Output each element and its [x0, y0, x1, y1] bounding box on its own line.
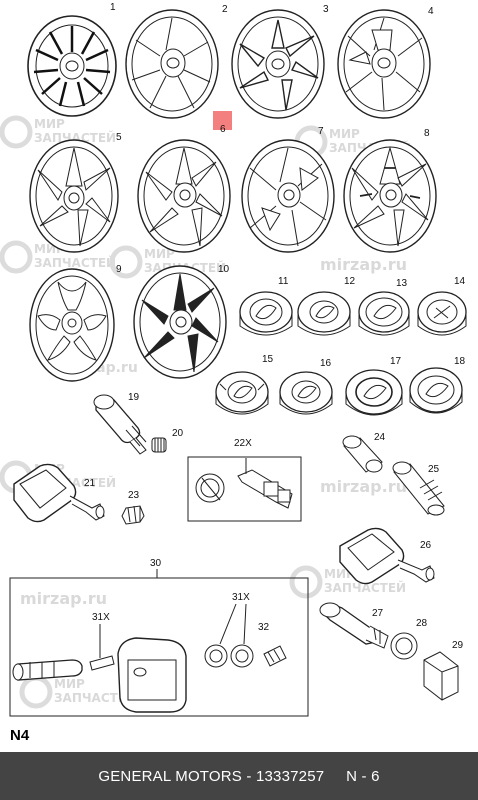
footer-bar: GENERAL MOTORS - 13337257 N - 6 — [0, 752, 478, 800]
center-cap-15 — [215, 371, 269, 415]
callout-6: 6 — [220, 124, 226, 135]
callout-20: 20 — [172, 428, 184, 439]
watermark-line1: МИР — [54, 677, 85, 691]
callout-9: 9 — [116, 264, 122, 275]
hubcap-10 — [133, 265, 227, 379]
hubcap-8 — [343, 139, 437, 253]
callout-layer: 1 2 3 4 5 6 7 8 9 10 11 12 13 14 15 16 1… — [84, 2, 466, 651]
callout-5: 5 — [116, 132, 122, 143]
nut-23 — [121, 505, 145, 525]
kit-box-22x — [187, 456, 302, 522]
valve-stem-30 — [12, 659, 83, 681]
callout-12: 12 — [344, 276, 356, 287]
callout-31x-left: 31X — [92, 612, 110, 623]
callout-26: 26 — [420, 540, 432, 551]
callout-15: 15 — [262, 354, 274, 365]
section-code: N4 — [10, 727, 30, 744]
watermark-left-5: МИР ЗАПЧАСТЕЙ — [19, 675, 136, 709]
watermark-line2: ЗАПЧАСТЕЙ — [54, 690, 136, 705]
callout-31x-right: 31X — [232, 592, 250, 603]
callout-23: 23 — [128, 490, 140, 501]
hubcap-1 — [27, 15, 117, 117]
callout-22x: 22X — [234, 438, 252, 449]
footer-part-number: 13337257 — [255, 767, 325, 785]
hubcap-9 — [29, 268, 115, 382]
callout-29: 29 — [452, 640, 464, 651]
hubcap-3 — [231, 9, 325, 119]
watermark-line2: ЗАПЧАСТЕЙ — [34, 255, 116, 270]
callout-11: 11 — [278, 276, 289, 287]
center-cap-11 — [239, 291, 293, 336]
footer-separator: - — [242, 767, 256, 785]
callout-13: 13 — [396, 278, 408, 289]
watermark-line2: ЗАПЧАСТЕЙ — [34, 130, 116, 145]
watermark-left-2: МИР ЗАПЧАСТЕЙ — [0, 240, 116, 274]
callout-19: 19 — [128, 392, 140, 403]
watermark-line2: ЗАПЧАСТЕЙ — [324, 580, 406, 595]
seal-ring-31-a — [204, 603, 237, 668]
valve-stem-19 — [93, 394, 147, 455]
footer-brand: GENERAL MOTORS — [98, 767, 243, 785]
callout-28: 28 — [416, 618, 428, 629]
callout-16: 16 — [320, 358, 332, 369]
seal-ring-22 — [195, 473, 225, 503]
tpms-sensor-26 — [339, 527, 435, 585]
callout-21: 21 — [84, 478, 96, 489]
watermark-domain: mirzap.ru — [20, 589, 107, 608]
valve-core-31 — [89, 624, 115, 671]
center-cap-17 — [345, 369, 403, 416]
footer-page: N - 6 — [346, 767, 380, 785]
center-cap-14 — [417, 291, 467, 336]
valve-nut-22 — [237, 458, 293, 509]
hubcap-6 — [137, 139, 231, 253]
highlight-marker — [213, 111, 232, 130]
watermark-line1: МИР — [144, 247, 175, 261]
callout-1: 1 — [110, 2, 116, 13]
watermark-domain: mirzap.ru — [320, 255, 407, 274]
callout-4: 4 — [428, 6, 434, 17]
watermark-top: МИР ЗАПЧАСТЕЙ — [0, 115, 116, 149]
watermark-line1: МИР — [329, 127, 360, 141]
valve-cap-20 — [151, 437, 167, 453]
hubcap-2 — [125, 9, 219, 119]
center-cap-18 — [409, 367, 463, 414]
valve-27 — [319, 602, 389, 649]
tpms-sensor-21 — [13, 463, 105, 523]
hubcap-7 — [241, 139, 335, 253]
callout-3: 3 — [323, 4, 329, 15]
callout-8: 8 — [424, 128, 430, 139]
callout-10: 10 — [218, 264, 230, 275]
callout-14: 14 — [454, 276, 466, 287]
callout-27: 27 — [372, 608, 384, 619]
kit-box-30 — [9, 577, 309, 717]
center-cap-12 — [297, 291, 351, 336]
sleeve-25 — [392, 461, 445, 516]
callout-18: 18 — [454, 356, 466, 367]
cap-32 — [263, 645, 287, 667]
nut-29 — [423, 651, 459, 701]
parts-diagram: МИР ЗАПЧАСТЕЙ МИР ЗАПЧАСТЕЙ МИР ЗАПЧАСТЕ… — [0, 2, 467, 717]
callout-30: 30 — [150, 558, 162, 569]
watermark-layer: МИР ЗАПЧАСТЕЙ МИР ЗАПЧАСТЕЙ МИР ЗАПЧАСТЕ… — [0, 115, 411, 709]
callout-7: 7 — [318, 126, 324, 137]
hubcap-5 — [29, 139, 119, 253]
center-cap-16 — [279, 371, 333, 415]
watermark-line1: МИР — [34, 117, 65, 131]
watermark-domain: mirzap.ru — [320, 477, 407, 496]
callout-25: 25 — [428, 464, 440, 475]
tpms-sensor-30 — [117, 637, 187, 713]
callout-24: 24 — [374, 432, 386, 443]
callout-32: 32 — [258, 622, 270, 633]
seal-ring-31-b — [230, 603, 254, 668]
washer-28 — [390, 632, 418, 660]
callout-17: 17 — [390, 356, 402, 367]
hubcap-4 — [337, 9, 431, 119]
cap-24 — [342, 435, 383, 473]
callout-2: 2 — [222, 4, 228, 15]
center-cap-13 — [358, 291, 410, 336]
